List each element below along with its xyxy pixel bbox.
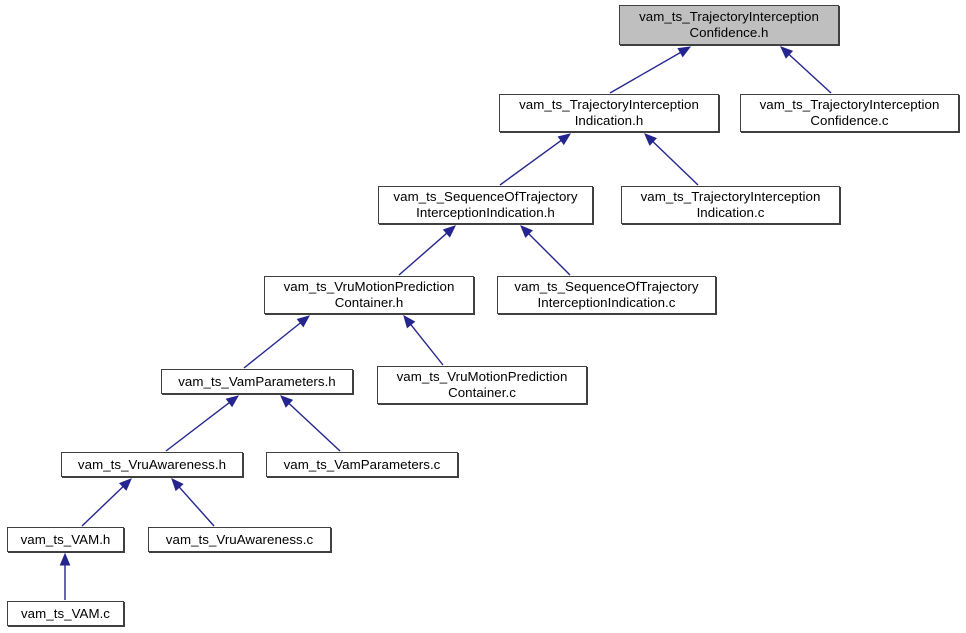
edge-arrowhead-icon bbox=[225, 395, 240, 408]
graph-edge bbox=[403, 314, 444, 366]
graph-node-trajectory-interception-confidence-h: vam_ts_TrajectoryInterception Confidence… bbox=[619, 5, 839, 45]
graph-edge bbox=[171, 478, 215, 527]
graph-edge bbox=[499, 133, 572, 186]
graph-edge bbox=[280, 395, 341, 452]
graph-edge bbox=[165, 395, 240, 452]
graph-node-label: vam_ts_TrajectoryInterception Indication… bbox=[519, 97, 699, 128]
graph-edge bbox=[780, 46, 832, 94]
graph-node-label: vam_ts_VamParameters.h bbox=[178, 373, 336, 389]
graph-node-vam-parameters-h[interactable]: vam_ts_VamParameters.h bbox=[161, 369, 353, 394]
edge-arrowhead-icon bbox=[780, 46, 794, 59]
edge-arrowhead-icon bbox=[644, 133, 657, 146]
edge-arrowhead-icon bbox=[520, 225, 533, 238]
graph-node-sequence-of-trajectory-interception-indication-c[interactable]: vam_ts_SequenceOfTrajectory Interception… bbox=[497, 276, 716, 314]
graph-edge bbox=[81, 478, 132, 527]
graph-node-label: vam_ts_TrajectoryInterception Confidence… bbox=[639, 9, 819, 40]
graph-node-label: vam_ts_VAM.h bbox=[20, 531, 111, 547]
edge-arrowhead-icon bbox=[118, 478, 132, 491]
edge-arrowhead-icon bbox=[442, 225, 456, 238]
graph-node-label: vam_ts_VruAwareness.h bbox=[77, 456, 227, 472]
graph-node-label: vam_ts_VruAwareness.c bbox=[165, 531, 314, 547]
edge-arrowhead-icon bbox=[280, 395, 294, 408]
graph-node-label: vam_ts_VruMotionPrediction Container.h bbox=[283, 279, 455, 310]
graph-edge bbox=[520, 225, 571, 276]
graph-node-label: vam_ts_VruMotionPrediction Container.c bbox=[396, 369, 568, 400]
graph-edge bbox=[644, 133, 699, 186]
graph-edge bbox=[398, 225, 456, 276]
graph-node-label: vam_ts_VAM.c bbox=[20, 605, 111, 621]
graph-node-trajectory-interception-confidence-c[interactable]: vam_ts_TrajectoryInterception Confidence… bbox=[740, 94, 959, 132]
graph-edge bbox=[59, 552, 71, 600]
graph-edge bbox=[609, 46, 692, 94]
graph-node-vam-c[interactable]: vam_ts_VAM.c bbox=[7, 601, 124, 626]
graph-node-label: vam_ts_SequenceOfTrajectory Interception… bbox=[393, 189, 578, 220]
graph-node-sequence-of-trajectory-interception-indication-h[interactable]: vam_ts_SequenceOfTrajectory Interception… bbox=[378, 186, 593, 224]
edge-arrowhead-icon bbox=[557, 133, 572, 146]
graph-node-trajectory-interception-indication-h[interactable]: vam_ts_TrajectoryInterception Indication… bbox=[499, 94, 719, 132]
graph-edge bbox=[243, 315, 311, 369]
graph-node-label: vam_ts_SequenceOfTrajectory Interception… bbox=[514, 279, 699, 310]
edge-arrowhead-icon bbox=[296, 315, 311, 328]
graph-node-label: vam_ts_TrajectoryInterception Indication… bbox=[640, 189, 821, 220]
edge-arrowhead-icon bbox=[171, 478, 184, 492]
graph-node-vam-parameters-c[interactable]: vam_ts_VamParameters.c bbox=[266, 452, 458, 477]
graph-node-vru-motion-prediction-container-h[interactable]: vam_ts_VruMotionPrediction Container.h bbox=[264, 276, 474, 314]
graph-node-label: vam_ts_VamParameters.c bbox=[283, 456, 441, 472]
graph-node-vru-motion-prediction-container-c[interactable]: vam_ts_VruMotionPrediction Container.c bbox=[377, 366, 587, 404]
edge-arrowhead-icon bbox=[403, 314, 416, 329]
graph-node-trajectory-interception-indication-c[interactable]: vam_ts_TrajectoryInterception Indication… bbox=[621, 186, 840, 224]
edge-arrowhead-icon bbox=[677, 46, 692, 58]
graph-node-vru-awareness-c[interactable]: vam_ts_VruAwareness.c bbox=[148, 527, 331, 552]
graph-node-vru-awareness-h[interactable]: vam_ts_VruAwareness.h bbox=[61, 452, 243, 477]
graph-node-vam-h[interactable]: vam_ts_VAM.h bbox=[7, 527, 124, 552]
graph-node-label: vam_ts_TrajectoryInterception Confidence… bbox=[759, 97, 940, 128]
edge-arrowhead-icon bbox=[59, 552, 71, 566]
